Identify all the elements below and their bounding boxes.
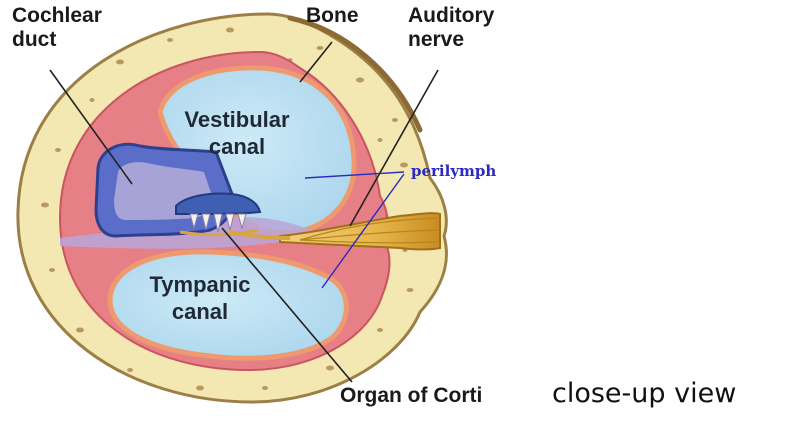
- label-bone: Bone: [306, 4, 359, 28]
- label-vestibular-canal: Vestibular canal: [172, 106, 302, 160]
- label-tympanic-canal: Tympanic canal: [140, 271, 260, 325]
- label-organ-of-corti: Organ of Corti: [340, 384, 482, 408]
- caption-close-up-view: close-up view: [552, 378, 736, 409]
- label-perilymph: perilymph: [411, 162, 496, 180]
- label-auditory-nerve: Auditory nerve: [408, 4, 494, 52]
- label-cochlear-duct: Cochlear duct: [12, 4, 102, 52]
